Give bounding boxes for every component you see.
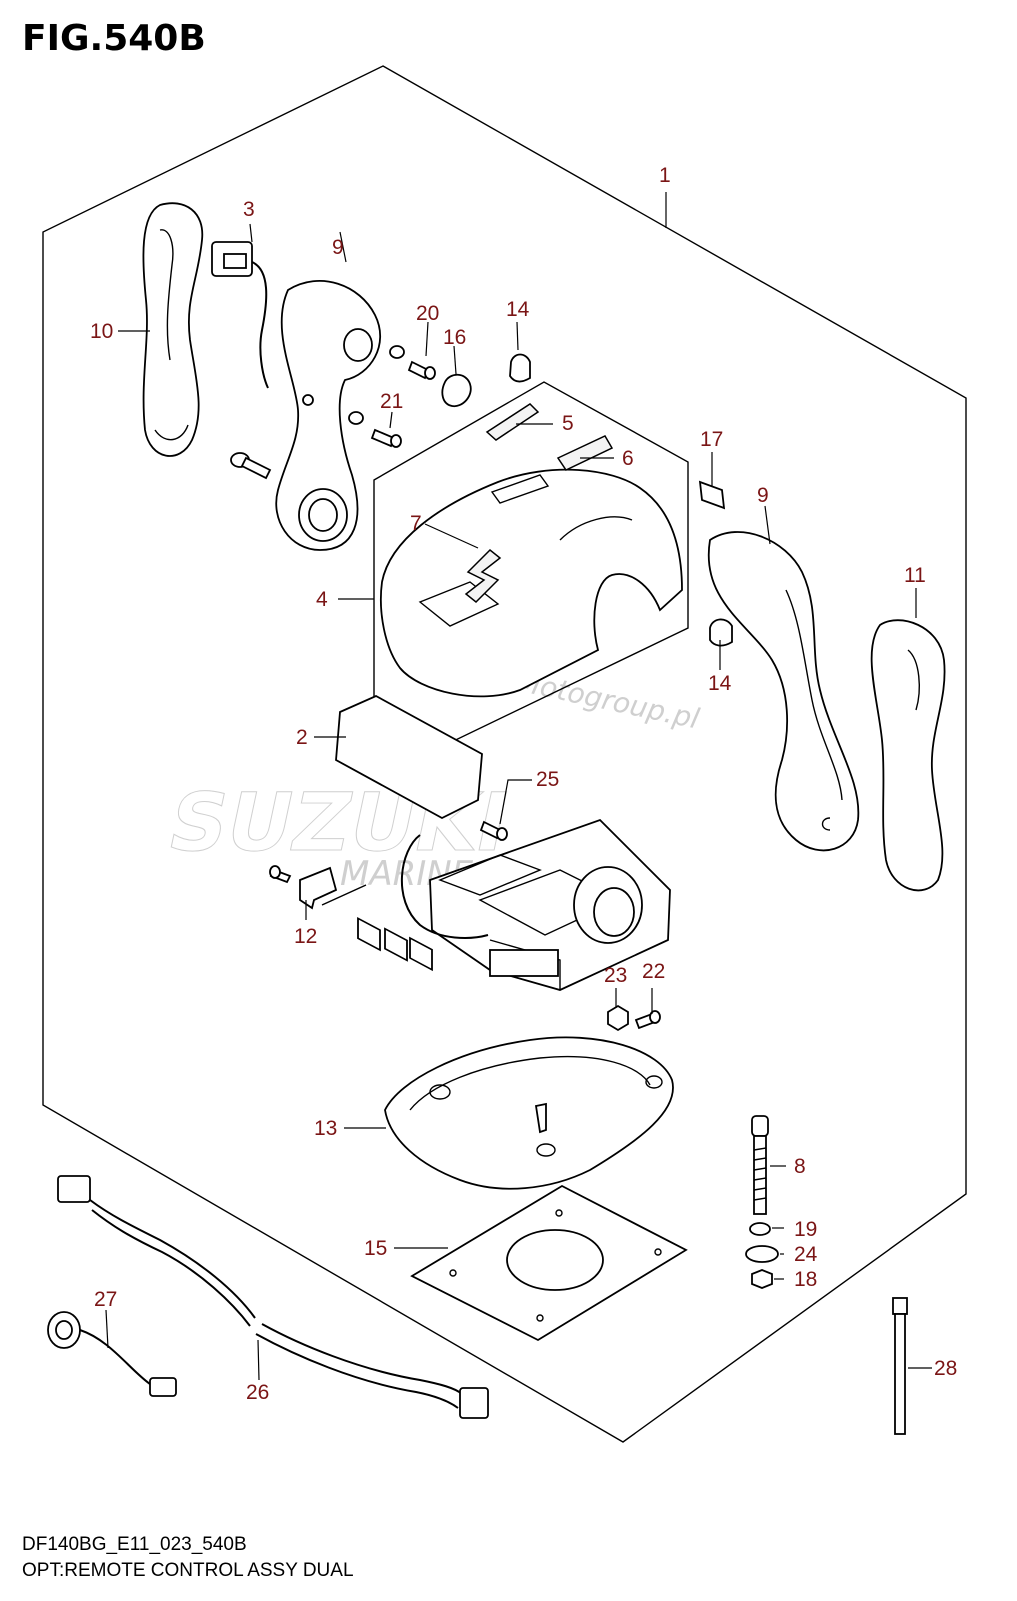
part-9-lever-left xyxy=(275,280,381,551)
callout-12: 12 xyxy=(294,925,317,948)
part-12-bracket xyxy=(269,865,367,910)
part-27-sensor xyxy=(47,1311,177,1397)
part-3-connector xyxy=(211,241,269,389)
callout-27: 27 xyxy=(94,1288,117,1311)
part-25-screw xyxy=(479,820,508,841)
callout-22: 22 xyxy=(642,960,665,983)
callout-21: 21 xyxy=(380,390,403,413)
callout-17: 17 xyxy=(700,428,723,451)
callout-11: 11 xyxy=(904,564,926,587)
part-26-harness xyxy=(57,1175,489,1419)
figure-caption: OPT:REMOTE CONTROL ASSY DUAL xyxy=(22,1560,354,1581)
part-14-clip-lower xyxy=(709,618,733,647)
callout-6: 6 xyxy=(622,447,634,470)
callout-16: 16 xyxy=(443,326,466,349)
lever-bolt xyxy=(230,452,272,480)
part-4-housing-cover xyxy=(379,468,683,698)
part-7-logo xyxy=(464,548,502,604)
part-10-grip-cover xyxy=(142,202,204,457)
callout-28: 28 xyxy=(934,1357,957,1380)
part-9-lever-right xyxy=(707,531,860,852)
leader-lines xyxy=(105,192,932,1381)
callout-14-upper: 14 xyxy=(506,298,530,321)
part-2-switch-panel xyxy=(335,694,483,972)
part-13-base-plate xyxy=(384,1036,674,1190)
part-8-bolt xyxy=(751,1115,769,1215)
part-11-grip-cover xyxy=(870,619,946,892)
part-21-screw xyxy=(348,411,402,448)
control-mechanism xyxy=(400,818,671,991)
part-15-gasket xyxy=(410,1184,688,1342)
callout-8: 8 xyxy=(794,1155,806,1178)
part-6-label xyxy=(556,435,614,471)
figure-title: FIG.540B xyxy=(22,18,206,59)
part-28-cable-tie xyxy=(892,1297,908,1435)
part-19-washer xyxy=(749,1222,771,1236)
callout-9-right: 9 xyxy=(757,484,769,507)
callout-24: 24 xyxy=(794,1243,818,1266)
callout-26: 26 xyxy=(246,1381,269,1404)
callout-18: 18 xyxy=(794,1268,817,1291)
model-code: DF140BG_E11_023_540B xyxy=(22,1534,247,1555)
assembly-boundary xyxy=(42,65,967,1443)
part-5-label xyxy=(485,403,540,441)
callout-15: 15 xyxy=(364,1237,387,1260)
callout-10: 10 xyxy=(90,320,113,343)
callout-25: 25 xyxy=(536,768,559,791)
callout-7: 7 xyxy=(410,512,422,535)
callout-23: 23 xyxy=(604,964,627,987)
part-18-nut xyxy=(751,1269,773,1289)
callout-14-lower: 14 xyxy=(708,672,732,695)
callout-19: 19 xyxy=(794,1218,817,1241)
callout-5: 5 xyxy=(562,412,574,435)
callout-1: 1 xyxy=(659,164,671,187)
part-24-washer xyxy=(745,1245,779,1263)
part-14-clip-upper xyxy=(509,353,531,383)
part-22-screw xyxy=(634,1010,661,1030)
part-20-screw xyxy=(389,345,436,380)
callout-3: 3 xyxy=(243,198,255,221)
callout-20: 20 xyxy=(416,302,439,325)
callout-9-upper: 9 xyxy=(332,236,344,259)
callout-4: 4 xyxy=(316,588,328,611)
callout-2: 2 xyxy=(296,726,308,749)
part-16-cap xyxy=(441,373,472,408)
callout-13: 13 xyxy=(314,1117,337,1140)
part-17-clip xyxy=(698,480,726,510)
part-23-nut xyxy=(607,1004,629,1032)
